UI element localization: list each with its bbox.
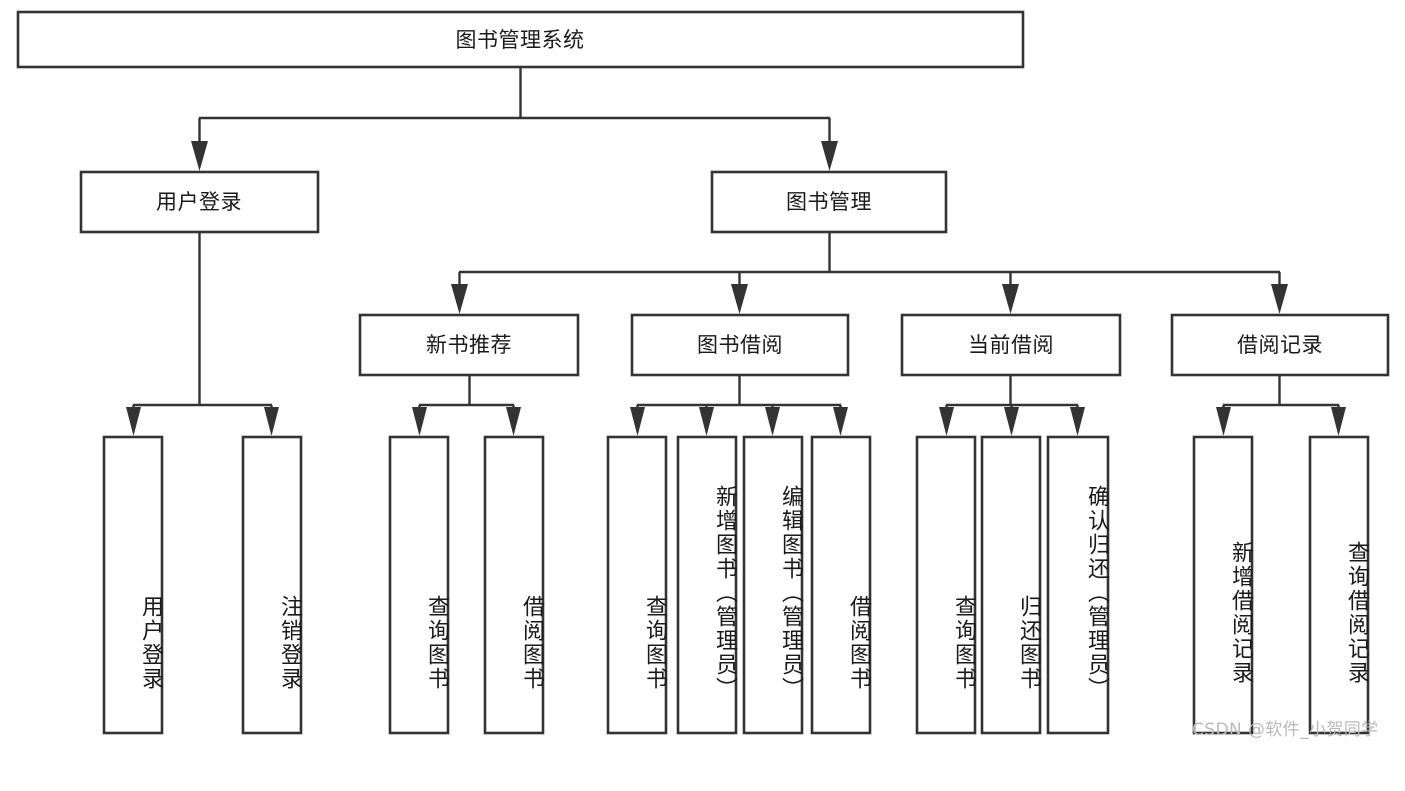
node-book-borrow[interactable]: 图书借阅 [630,313,850,377]
arrow-head-leaf-add-record [1216,407,1231,436]
node-leaf-confirm-return-rect[interactable] [1046,435,1110,735]
arrow-head-leaf-query-record [1331,407,1346,436]
connector-group-current-borrow [939,375,1085,436]
flowchart-svg: 图书管理系统 用户登录 图书管理 新书推荐 图书借阅 当前借阅 借阅记录 [16,10,1390,735]
node-current-borrow[interactable]: 当前借阅 [900,313,1122,377]
node-leaf-edit-book-rect[interactable] [742,435,804,735]
node-borrow-record-rect[interactable] [1170,313,1390,377]
connector-group-user-login [126,232,279,436]
node-root[interactable]: 图书管理系统 [16,10,1025,69]
arrow-head-leaf-add-book [699,407,714,436]
arrow-head-borrow-record [1271,284,1288,314]
node-user-login[interactable]: 用户登录 [79,170,320,234]
node-book-borrow-label: 图书借阅 [697,333,783,357]
arrow-head-leaf-query-book-1 [412,407,427,436]
node-root-label: 图书管理系统 [456,28,585,52]
node-leaf-return-book-rect[interactable] [980,435,1042,735]
arrow-head-leaf-edit-book [765,407,780,436]
arrow-head-leaf-return-book [1004,407,1019,436]
arrow-head-book-borrow [731,284,748,314]
arrow-head-leaf-query-book-3 [939,407,954,436]
connector-group-new-book-rec [412,375,521,436]
node-leaf-query-book-3-rect[interactable] [915,435,977,735]
node-leaf-add-record-rect[interactable] [1192,435,1254,735]
arrow-head-leaf-user-login [126,407,141,436]
node-leaf-query-book-1-rect[interactable] [388,435,450,735]
arrow-head-leaf-query-book-2 [630,407,645,436]
arrow-head-leaf-borrow-book-1 [506,407,521,436]
node-leaf-user-login-rect[interactable] [102,435,164,735]
node-book-manage-label: 图书管理 [786,190,872,214]
arrow-head-leaf-borrow-book-2 [833,407,848,436]
node-leaf-borrow-book-2-rect[interactable] [810,435,872,735]
node-new-book-rec[interactable]: 新书推荐 [358,313,580,377]
node-new-book-rec-label: 新书推荐 [426,333,512,357]
node-current-borrow-rect[interactable] [900,313,1122,377]
node-new-book-rec-rect[interactable] [358,313,580,377]
arrow-head-leaf-logout [264,407,279,436]
node-book-manage[interactable]: 图书管理 [710,170,948,234]
node-leaf-query-book-2-rect[interactable] [606,435,668,735]
node-book-borrow-rect[interactable] [630,313,850,377]
node-borrow-record-label: 借阅记录 [1237,333,1323,357]
node-book-manage-rect[interactable] [710,170,948,234]
node-borrow-record[interactable]: 借阅记录 [1170,313,1390,377]
node-leaf-add-book-rect[interactable] [676,435,738,735]
arrow-head-current-borrow [1002,284,1019,314]
node-user-login-rect[interactable] [79,170,320,234]
arrow-head-new-book-rec [451,284,468,314]
arrow-head-user-login [191,141,208,171]
node-leaf-borrow-book-1-rect[interactable] [483,435,545,735]
connector-group-root [191,67,838,171]
arrow-head-leaf-confirm-return [1070,407,1085,436]
node-leaf-logout-rect[interactable] [241,435,303,735]
connector-group-borrow-record [1216,375,1346,436]
node-leaf-query-record-rect[interactable] [1308,435,1370,735]
node-user-login-label: 用户登录 [156,190,242,214]
node-root-rect[interactable] [16,10,1025,69]
arrow-head-book-manage [821,141,838,171]
flowchart-canvas: 图书管理系统 用户登录 图书管理 新书推荐 图书借阅 当前借阅 借阅记录 [16,10,1390,740]
csdn-watermark: CSDN @软件_小贺同学 [1192,720,1379,740]
connector-group-book-manage [451,232,1288,314]
connector-group-book-borrow [630,375,848,436]
node-current-borrow-label: 当前借阅 [968,333,1054,357]
